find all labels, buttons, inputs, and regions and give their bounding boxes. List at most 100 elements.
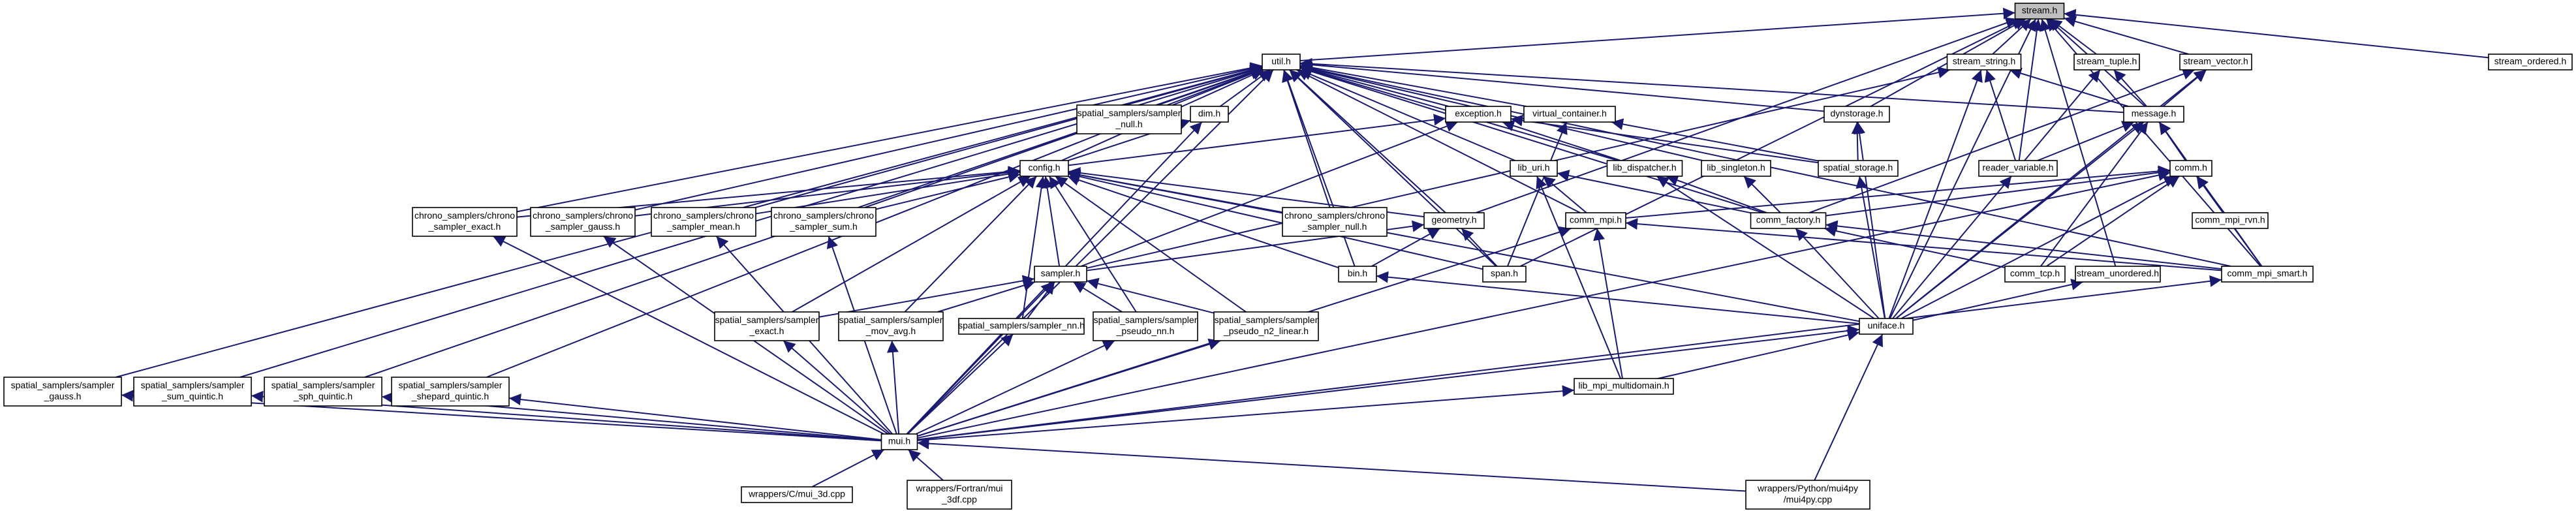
node-ss-mov-avg[interactable]: spatial_samplers/sampler_mov_avg.h — [838, 311, 944, 341]
node-comm-tcp[interactable]: comm_tcp.h — [2004, 266, 2066, 283]
node-sampler[interactable]: sampler.h — [1034, 266, 1087, 283]
node-cs-sum[interactable]: chrono_samplers/chrono_sampler_sum.h — [771, 207, 877, 237]
node-label: config.h — [1028, 163, 1060, 173]
node-dim[interactable]: dim.h — [1190, 106, 1229, 123]
node-reader-variable[interactable]: reader_variable.h — [1978, 160, 2058, 177]
edge-util-to-cs_exact — [516, 62, 1263, 213]
edge-config-to-ss_pseudo_nn — [1048, 176, 1137, 313]
edge-virtual_container-to-spatial_storage — [1611, 118, 1819, 162]
node-label: spatial_storage.h — [1823, 163, 1893, 173]
node-wrap-fortran[interactable]: wrappers/Fortran/mui_3df.cpp — [907, 480, 1012, 510]
node-virtual-container[interactable]: virtual_container.h — [1523, 106, 1616, 123]
node-box — [1338, 266, 1377, 283]
node-label: bin.h — [1348, 268, 1367, 279]
node-stream-ordered[interactable]: stream_ordered.h — [2488, 54, 2573, 70]
node-cs-gauss[interactable]: chrono_samplers/chrono_sampler_gauss.h — [530, 207, 636, 237]
node-ss-nn[interactable]: spatial_samplers/sampler_nn.h — [958, 318, 1085, 335]
node-label: spatial_samplers/sampler — [272, 380, 375, 390]
node-dynstorage[interactable]: dynstorage.h — [1823, 106, 1890, 123]
node-comm-mpi[interactable]: comm_mpi.h — [1565, 212, 1626, 229]
node-stream-tuple[interactable]: stream_tuple.h — [2073, 54, 2140, 70]
edge-config-to-span — [1068, 170, 1483, 270]
node-box — [2014, 3, 2065, 20]
node-box — [1606, 160, 1683, 177]
edge-util-to-dynstorage — [1299, 59, 1825, 112]
node-ss-sph-quintic[interactable]: spatial_samplers/sampler_sph_quintic.h — [264, 377, 382, 407]
node-span[interactable]: span.h — [1482, 266, 1527, 283]
node-label: stream_unordered.h — [2077, 268, 2159, 279]
node-label: stream_vector.h — [2183, 56, 2248, 67]
edge-util-to-bin — [1282, 69, 1356, 267]
edge-util-to-message — [1299, 57, 2124, 114]
node-stream-unordered[interactable]: stream_unordered.h — [2075, 266, 2161, 283]
node-wrap-c[interactable]: wrappers/C/mui_3d.cpp — [741, 486, 853, 503]
node-bin[interactable]: bin.h — [1338, 266, 1377, 283]
node-label: lib_uri.h — [1517, 163, 1549, 173]
node-stream-vector[interactable]: stream_vector.h — [2179, 54, 2252, 70]
edge-uniface-to-lib_mpi_multidomain — [1658, 329, 1860, 379]
node-box — [1823, 106, 1890, 123]
node-box — [2004, 266, 2066, 283]
node-label: _gauss.h — [44, 391, 82, 401]
node-box — [1946, 54, 2022, 70]
node-label: comm_mpi_rvn.h — [2195, 215, 2265, 225]
node-box — [651, 207, 756, 237]
edge-stream-to-stream_ordered — [2064, 8, 2489, 59]
node-label: chrono_samplers/chrono — [653, 210, 754, 221]
edge-util-to-cs_gauss — [634, 63, 1263, 211]
node-box — [2221, 266, 2314, 283]
edge-message-to-reader_variable — [2037, 121, 2135, 161]
node-wrap-python[interactable]: wrappers/Python/mui4py/mui4py.cpp — [1745, 480, 1870, 510]
node-cs-exact[interactable]: chrono_samplers/chrono_sampler_exact.h — [412, 207, 518, 237]
edge-geometry-to-span — [1461, 228, 1498, 267]
node-lib-uri[interactable]: lib_uri.h — [1510, 160, 1558, 177]
node-geometry[interactable]: geometry.h — [1423, 212, 1485, 229]
node-label: stream_string.h — [1953, 56, 2015, 67]
edge-exception-to-lib_dispatcher — [1502, 120, 1621, 161]
node-ss-pseudo-nn[interactable]: spatial_samplers/sampler_pseudo_nn.h — [1093, 311, 1198, 341]
node-ss-null[interactable]: spatial_samplers/sampler_null.h — [1076, 104, 1182, 134]
node-cs-mean[interactable]: chrono_samplers/chrono_sampler_mean.h — [651, 207, 756, 237]
node-label: _mov_avg.h — [865, 326, 916, 336]
node-message[interactable]: message.h — [2123, 106, 2184, 123]
node-label: spatial_samplers/sampler — [399, 380, 503, 390]
node-box — [880, 433, 918, 450]
edge-message-to-comm_tcp — [2040, 121, 2149, 267]
edge-comm-to-comm_factory — [1825, 166, 2171, 217]
node-exception[interactable]: exception.h — [1445, 106, 1512, 123]
node-label: comm_mpi_smart.h — [2227, 268, 2308, 279]
edge-sampler-to-ss_pseudo_nn — [1072, 281, 1123, 313]
node-ss-pseudo-n2[interactable]: spatial_samplers/sampler_pseudo_n2_linea… — [1213, 311, 1319, 341]
node-lib-singleton[interactable]: lib_singleton.h — [1701, 160, 1771, 177]
edge-sampler-to-ss_pseudo_n2 — [1086, 277, 1215, 314]
edge-lib_dispatcher-to-comm_factory — [1666, 174, 1767, 213]
node-comm-factory[interactable]: comm_factory.h — [1750, 212, 1827, 229]
node-comm-mpi-smart[interactable]: comm_mpi_smart.h — [2221, 266, 2314, 283]
node-uniface[interactable]: uniface.h — [1859, 318, 1914, 335]
node-config[interactable]: config.h — [1019, 160, 1069, 177]
node-cs-null[interactable]: chrono_samplers/chrono_sampler_null.h — [1282, 207, 1388, 237]
node-lib-dispatcher[interactable]: lib_dispatcher.h — [1606, 160, 1683, 177]
node-mui[interactable]: mui.h — [880, 433, 918, 450]
node-ss-shepard-quintic[interactable]: spatial_samplers/sampler_shepard_quintic… — [391, 377, 510, 407]
node-box — [838, 311, 944, 341]
node-box — [714, 311, 820, 341]
node-comm-mpi-rvn[interactable]: comm_mpi_rvn.h — [2192, 212, 2269, 229]
node-label: comm_factory.h — [1756, 215, 1821, 225]
node-label: sampler.h — [1041, 268, 1081, 279]
node-label: exception.h — [1455, 108, 1502, 119]
node-ss-exact[interactable]: spatial_samplers/sampler_exact.h — [714, 311, 820, 341]
node-ss-gauss[interactable]: spatial_samplers/sampler_gauss.h — [3, 377, 122, 407]
edge-ss_exact-to-mui — [783, 340, 891, 435]
node-label: _sampler_exact.h — [428, 221, 501, 232]
node-stream[interactable]: stream.h — [2014, 3, 2065, 20]
node-label: lib_mpi_multidomain.h — [1578, 380, 1669, 391]
node-spatial-storage[interactable]: spatial_storage.h — [1818, 160, 1899, 177]
node-ss-sum-quintic[interactable]: spatial_samplers/sampler_sum_quintic.h — [133, 377, 252, 407]
node-util[interactable]: util.h — [1262, 54, 1301, 70]
node-stream-string[interactable]: stream_string.h — [1946, 54, 2022, 70]
node-lib-mpi-multidomain[interactable]: lib_mpi_multidomain.h — [1574, 378, 1674, 395]
node-comm[interactable]: comm.h — [2169, 160, 2212, 177]
node-label: chrono_samplers/chrono — [414, 210, 515, 221]
node-label: geometry.h — [1432, 215, 1477, 225]
